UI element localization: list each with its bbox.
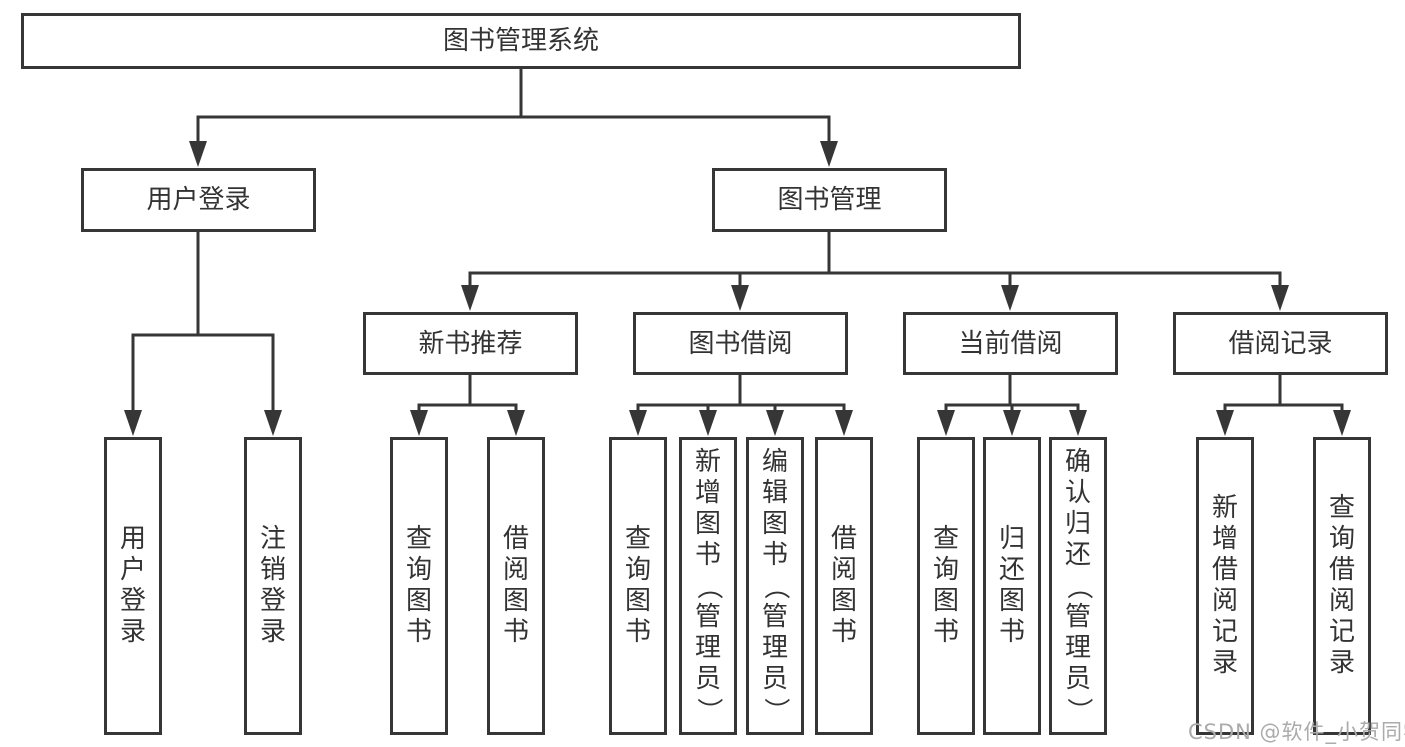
arrow-down-icon	[124, 410, 142, 436]
arrow-down-icon	[731, 285, 749, 311]
leaf-query-books-borrowing: 查询图书	[609, 437, 667, 735]
connector-line	[1223, 403, 1344, 413]
connector-line	[131, 333, 275, 412]
leaf-label: 用户登录	[119, 524, 146, 647]
leaf-add-borrow-record: 新增借阅记录	[1196, 437, 1254, 735]
leaf-label: 查询图书	[405, 524, 432, 647]
leaf-return-books: 归还图书	[983, 437, 1041, 735]
leaf-edit-books-admin: 编辑图书（管理员）	[746, 437, 804, 735]
arrow-down-icon	[699, 410, 717, 436]
node-borrowing-records: 借阅记录	[1173, 312, 1388, 375]
node-book-management: 图书管理	[712, 168, 947, 232]
arrow-down-icon	[629, 410, 647, 436]
connector-line	[196, 115, 831, 142]
arrow-down-icon	[461, 285, 479, 311]
arrow-down-icon	[410, 410, 428, 436]
leaf-label: 查询图书	[932, 524, 959, 647]
node-label: 图书管理系统	[442, 26, 599, 56]
leaf-query-books-recommend: 查询图书	[390, 437, 448, 735]
leaf-label: 确认归还（管理员）	[1063, 446, 1094, 724]
connector-line	[417, 403, 518, 413]
leaf-borrow-books-borrowing: 借阅图书	[815, 437, 873, 735]
leaf-logout: 注销登录	[244, 437, 302, 735]
leaf-query-books-current: 查询图书	[917, 437, 975, 735]
node-label: 新书推荐	[418, 328, 523, 359]
node-label: 当前借阅	[958, 328, 1063, 359]
arrow-down-icon	[1333, 410, 1351, 436]
arrow-down-icon	[264, 410, 282, 436]
node-book-borrowing: 图书借阅	[633, 312, 848, 375]
connector-line	[636, 403, 846, 413]
arrow-down-icon	[1003, 410, 1021, 436]
leaf-label: 借阅图书	[502, 524, 529, 647]
node-label: 图书管理	[777, 185, 882, 215]
arrow-down-icon	[1001, 285, 1019, 311]
leaf-label: 新增图书（管理员）	[693, 446, 724, 724]
node-label: 借阅记录	[1228, 328, 1333, 359]
node-label: 用户登录	[146, 185, 251, 215]
arrow-down-icon	[1271, 285, 1289, 311]
leaf-label: 归还图书	[998, 524, 1025, 647]
arrow-down-icon	[766, 410, 784, 436]
leaf-user-login: 用户登录	[104, 437, 162, 735]
connector-line	[468, 271, 1282, 287]
csdn-watermark: CSDN @软件_小贺同学	[1188, 720, 1405, 744]
leaf-label: 查询借阅记录	[1328, 493, 1355, 678]
leaf-add-books-admin: 新增图书（管理员）	[679, 437, 737, 735]
node-library-system: 图书管理系统	[21, 13, 1021, 69]
arrow-down-icon	[937, 410, 955, 436]
arrow-down-icon	[507, 410, 525, 436]
leaf-confirm-return-admin: 确认归还（管理员）	[1049, 437, 1107, 735]
arrow-down-icon	[1216, 410, 1234, 436]
leaf-label: 查询图书	[624, 524, 651, 647]
arrow-down-icon	[189, 141, 207, 167]
arrow-down-icon	[1069, 410, 1087, 436]
leaf-borrow-books-recommend: 借阅图书	[487, 437, 545, 735]
leaf-label: 借阅图书	[830, 524, 857, 647]
leaf-label: 编辑图书（管理员）	[760, 446, 791, 724]
node-new-book-recommend: 新书推荐	[363, 312, 578, 375]
leaf-label: 新增借阅记录	[1211, 493, 1238, 678]
arrow-down-icon	[820, 141, 838, 167]
arrow-down-icon	[835, 410, 853, 436]
node-label: 图书借阅	[688, 328, 793, 359]
node-user-login: 用户登录	[81, 168, 316, 232]
leaf-label: 注销登录	[259, 524, 286, 647]
leaf-query-borrow-record: 查询借阅记录	[1313, 437, 1371, 735]
node-current-borrowing: 当前借阅	[903, 312, 1118, 375]
